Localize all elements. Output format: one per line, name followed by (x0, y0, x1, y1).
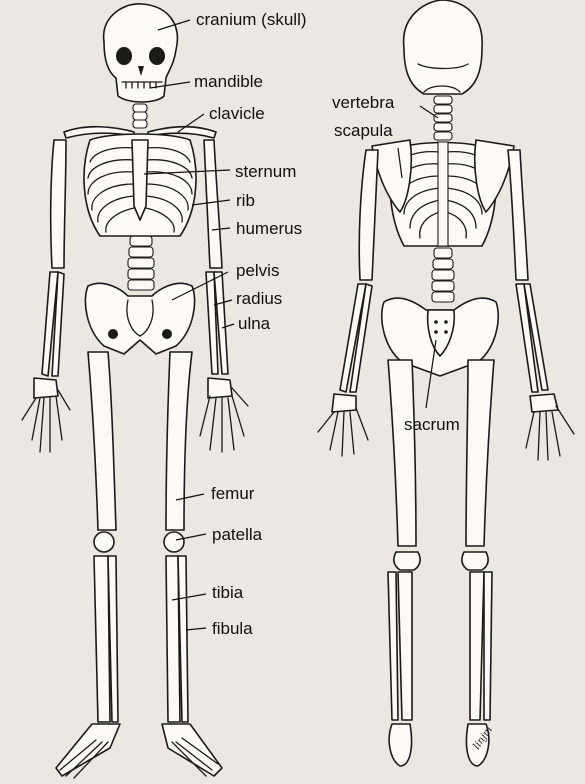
front-pelvis (85, 283, 194, 354)
label-patella: patella (212, 525, 263, 544)
label-femur: femur (211, 484, 255, 503)
label-ulna: ulna (238, 314, 271, 333)
front-sternum (132, 140, 148, 220)
back-skeleton (318, 0, 574, 766)
label-cranium: cranium (skull) (196, 10, 307, 29)
label-mandible: mandible (194, 72, 263, 91)
label-radius: radius (236, 289, 282, 308)
label-clavicle: clavicle (209, 104, 265, 123)
front-right-leg (162, 352, 222, 776)
label-scapula: scapula (334, 121, 393, 140)
back-right-arm (508, 150, 574, 460)
label-fibula: fibula (212, 619, 253, 638)
label-vertebra: vertebra (332, 93, 395, 112)
back-right-leg (462, 360, 494, 766)
back-left-arm (318, 150, 378, 456)
label-pelvis: pelvis (236, 261, 279, 280)
front-left-arm (22, 140, 70, 452)
leader-fibula (186, 628, 206, 630)
back-skull (404, 0, 483, 94)
label-sacrum: sacrum (404, 415, 460, 434)
front-skull (104, 4, 178, 102)
label-tibia: tibia (212, 583, 244, 602)
front-left-leg (56, 352, 120, 778)
label-rib: rib (236, 191, 255, 210)
label-humerus: humerus (236, 219, 302, 238)
label-sternum: sternum (235, 162, 296, 181)
front-ribcage (84, 134, 196, 236)
